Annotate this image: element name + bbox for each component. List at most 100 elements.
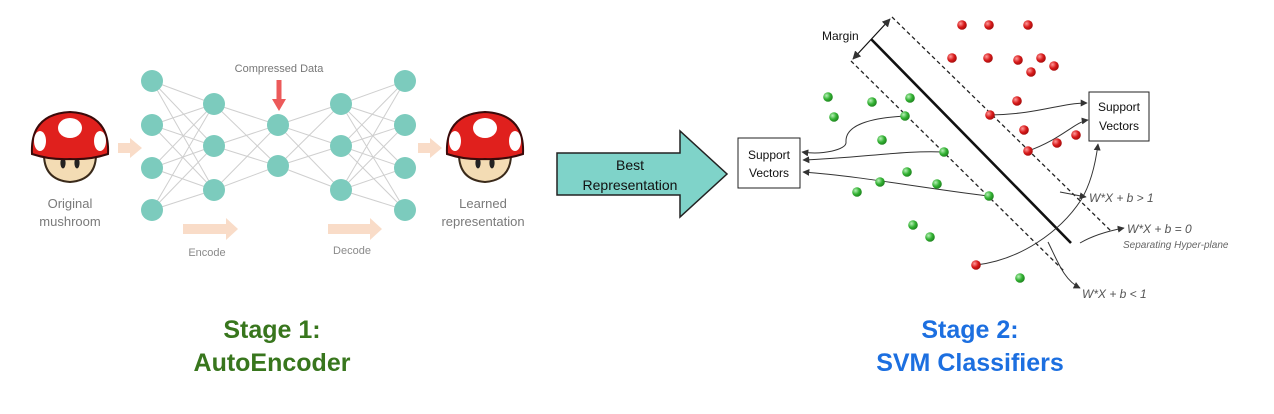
network-node-layer-2: [203, 93, 225, 115]
support-vector-connectors: [801, 99, 1101, 266]
network-edge: [213, 124, 279, 191]
equation-pointers: [1047, 191, 1125, 289]
arrow-label-line1: Best: [616, 157, 644, 173]
network-node-layer-3: [267, 114, 289, 136]
output-label-line1: Learned: [459, 196, 507, 211]
positive-class-point: [1071, 130, 1081, 140]
margin-arrow: [852, 18, 891, 60]
network-edge: [340, 103, 406, 126]
positive-class-point: [983, 53, 993, 63]
negative-class-point: [925, 232, 935, 242]
negative-class-point: [852, 187, 862, 197]
negative-class-point: [902, 167, 912, 177]
equation-zero: W*X + b = 0: [1127, 222, 1192, 236]
network-node-layer-4: [330, 179, 352, 201]
negative-class-point: [908, 220, 918, 230]
stage1-line2: AutoEncoder: [193, 349, 351, 377]
positive-class-point: [1013, 55, 1023, 65]
network-edge: [213, 103, 279, 126]
network-edge: [340, 80, 406, 147]
autoencoder-network: Original mushroom Learned representation…: [30, 63, 525, 259]
network-node-layer-4: [330, 93, 352, 115]
positive-class-point: [1019, 125, 1029, 135]
separating-hyperplane: [870, 38, 1072, 244]
bottleneck-label: Compressed Data: [235, 63, 325, 75]
negative-class-point: [905, 93, 915, 103]
network-edge: [277, 145, 342, 167]
positive-class-point: [971, 260, 981, 270]
network-edge: [151, 80, 215, 147]
network-edge: [340, 145, 406, 211]
network-edge: [213, 165, 279, 191]
positive-class-point: [984, 20, 994, 30]
input-label-line1: Original: [48, 196, 93, 211]
network-node-layer-4: [330, 135, 352, 157]
network-edge: [340, 80, 406, 191]
positive-class-point: [985, 110, 995, 120]
network-node-layer-5: [394, 199, 416, 221]
support-vectors-right-line1: Support: [1098, 100, 1141, 114]
network-nodes: [141, 70, 416, 221]
decode-arrow-icon: [328, 218, 382, 240]
network-edge: [277, 103, 342, 126]
original-mushroom-icon: [30, 110, 110, 184]
margin-label: Margin: [822, 29, 859, 43]
decode-label: Decode: [333, 245, 371, 257]
negative-class-point: [875, 177, 885, 187]
network-edge: [340, 80, 406, 105]
stage2-line2: SVM Classifiers: [876, 349, 1064, 377]
positive-class-point: [947, 53, 957, 63]
network-edge: [340, 124, 406, 191]
network-edge: [213, 145, 279, 167]
network-node-layer-1: [141, 157, 163, 179]
network-edge: [277, 103, 342, 167]
stage1-line1: Stage 1:: [223, 316, 321, 344]
stage2-title: Stage 2: SVM Classifiers: [845, 314, 1095, 380]
margin-boundary-lower: [850, 60, 1065, 272]
network-edge: [151, 80, 215, 105]
negative-class-point: [939, 147, 949, 157]
network-edge: [340, 167, 406, 191]
network-node-layer-2: [203, 135, 225, 157]
stage1-title: Stage 1: AutoEncoder: [162, 314, 382, 380]
network-node-layer-2: [203, 179, 225, 201]
network-node-layer-1: [141, 114, 163, 136]
positive-class-point: [1036, 53, 1046, 63]
output-flow-arrow: [418, 138, 442, 158]
network-edge: [151, 103, 215, 169]
input-flow-arrow: [118, 138, 142, 158]
learned-mushroom-icon: [445, 110, 525, 184]
negative-class-point: [984, 191, 994, 201]
negative-class-point: [1015, 273, 1025, 283]
negative-class-point: [932, 179, 942, 189]
positive-class-point: [1012, 96, 1022, 106]
positive-class-point: [1026, 67, 1036, 77]
support-vectors-box-right: [1088, 91, 1150, 142]
network-node-layer-5: [394, 70, 416, 92]
svm-diagram: Margin Support Vectors Support Vectors W…: [737, 16, 1229, 301]
network-node-layer-5: [394, 114, 416, 136]
encode-arrow-icon: [183, 218, 238, 240]
negative-class-point: [867, 97, 877, 107]
negative-class-point: [823, 92, 833, 102]
support-vectors-left-line2: Vectors: [749, 166, 789, 180]
positive-class-point: [1049, 61, 1059, 71]
network-edge: [277, 165, 342, 191]
positive-class-point: [1052, 138, 1062, 148]
positive-class-point: [957, 20, 967, 30]
data-points: [823, 20, 1081, 283]
negative-class-point: [900, 111, 910, 121]
margin-boundary-upper: [891, 16, 1113, 233]
arrow-label-line2: Representation: [583, 177, 678, 193]
support-vectors-left-line1: Support: [748, 148, 791, 162]
network-node-layer-3: [267, 155, 289, 177]
network-edge: [340, 189, 406, 211]
positive-class-point: [1023, 146, 1033, 156]
hyperplane-label: Separating Hyper-plane: [1123, 240, 1229, 251]
network-edge: [277, 124, 342, 191]
positive-class-point: [1023, 20, 1033, 30]
network-node-layer-1: [141, 70, 163, 92]
network-edge: [151, 145, 215, 211]
network-node-layer-1: [141, 199, 163, 221]
